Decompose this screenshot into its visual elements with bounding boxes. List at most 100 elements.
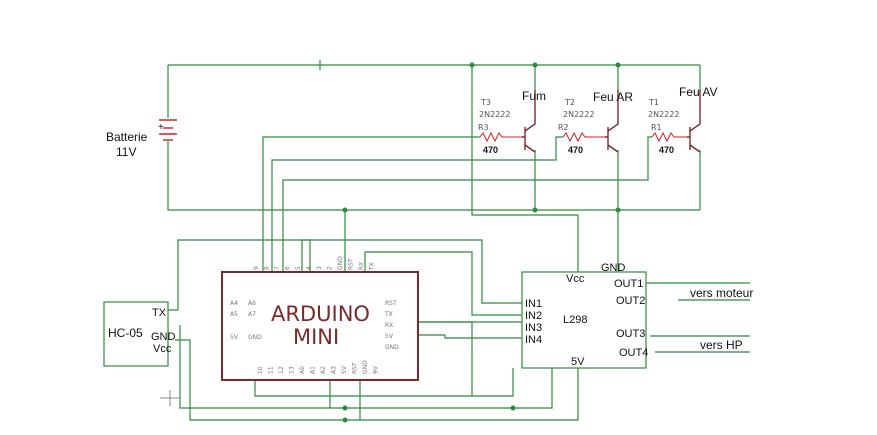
resistor-r3: R3 470	[478, 123, 522, 155]
r1-value: 470	[659, 145, 674, 155]
wire-hc-gnd	[179, 325, 553, 409]
svg-text:2N2222: 2N2222	[479, 110, 510, 119]
arduino-bottom-pin-8: 5V	[341, 365, 348, 374]
arduino-bottom-pin-2: 12	[278, 366, 285, 374]
svg-text:R2: R2	[558, 123, 569, 132]
arduino-right-pin-3: 5V	[385, 333, 394, 340]
arduino-bottom-pin-11: 9V	[373, 365, 380, 374]
hc05-gnd: GND	[151, 331, 176, 343]
label-vers-moteur: vers moteur	[690, 286, 753, 300]
arduino-bottom-pin-9: RST	[352, 362, 359, 374]
r3-value: 470	[483, 145, 498, 155]
l298-out3: OUT3	[616, 328, 645, 340]
l298-in4: IN4	[525, 334, 542, 346]
arduino-right-pin-2: RX	[385, 322, 393, 329]
l298-vcc: Vcc	[566, 273, 585, 285]
arduino-left-pin-0: A4	[230, 300, 238, 307]
arduino-top-pin-0: 9	[253, 266, 260, 270]
arduino-left-pin-1: A6	[248, 300, 256, 307]
arduino-top-pin-6: 3	[316, 266, 323, 270]
battery: + Batterie 11V	[106, 119, 177, 159]
arduino-right-pin-4: GND	[385, 344, 399, 351]
transistor-t3: T3 2N2222	[479, 90, 536, 153]
battery-voltage: 11V	[116, 145, 136, 159]
arduino-top-pin-7: 2	[327, 266, 334, 270]
arduino-top-pin-1: 8	[264, 266, 271, 270]
svg-text:R3: R3	[478, 123, 489, 132]
arduino-top-pin-8: GND	[337, 256, 344, 270]
arduino-bottom-pin-0: 10	[257, 366, 264, 374]
arduino-bottom-pin-5: A1	[310, 366, 317, 374]
arduino-left-pin-2: A5	[230, 311, 238, 318]
arduino-bottom-pin-6: A2	[320, 366, 327, 374]
l298-5v: 5V	[571, 356, 585, 368]
hc05-tx: TX	[152, 307, 167, 319]
svg-text:T2: T2	[564, 98, 575, 107]
arduino-left-pin-4: 5V	[230, 334, 239, 341]
wire-tx	[168, 239, 311, 311]
label-feu-av: Feu AV	[679, 85, 717, 99]
arduino-bottom-pin-3: 13	[289, 366, 296, 374]
svg-text:R1: R1	[651, 123, 662, 132]
l298-in1: IN1	[525, 298, 542, 310]
wire-in3-drop	[418, 321, 473, 396]
wire-ground-rail	[167, 140, 700, 211]
resistor-r1: R1 470	[651, 123, 687, 155]
label-fum: Fum	[522, 89, 546, 103]
l298-out1: OUT1	[614, 278, 643, 290]
arduino-title: ARDUINO	[271, 302, 370, 326]
wires	[167, 64, 750, 421]
arduino-left-pin-5: GND	[248, 334, 262, 341]
arduino-bottom-pin-10: GND	[362, 360, 369, 374]
hc05-module: HC-05 TX GND Vcc	[103, 301, 176, 367]
wire-r1	[282, 136, 652, 272]
wire-in1	[301, 239, 522, 304]
transistor-t2: T2 2N2222	[563, 90, 619, 153]
wire-in4	[418, 334, 522, 339]
arduino-top-pin-10: RX	[358, 262, 365, 270]
arduino-top-pin-2: 7	[274, 266, 281, 270]
arduino-subtitle: MINI	[293, 325, 339, 349]
l298-out2: OUT2	[616, 295, 645, 307]
wire-r3	[262, 136, 480, 272]
svg-text:T1: T1	[648, 98, 659, 107]
arduino-left-pin-3: A7	[248, 311, 256, 318]
hc05-label: HC-05	[108, 326, 143, 340]
arduino-right-pin-0: RST	[385, 300, 397, 307]
wire-r2	[271, 136, 563, 272]
crosshair-cursor-icon	[160, 390, 180, 406]
arduino-top-pin-3: 6	[285, 266, 292, 270]
wire-hc-vcc	[175, 339, 579, 421]
svg-text:T3: T3	[480, 98, 491, 107]
l298-in3: IN3	[525, 322, 542, 334]
r2-value: 470	[568, 145, 583, 155]
arduino-top-pin-11: TX	[369, 262, 376, 271]
svg-text:2N2222: 2N2222	[563, 110, 594, 119]
battery-plus: +	[158, 122, 164, 133]
l298-gnd: GND	[601, 262, 626, 274]
wire-vcc	[471, 65, 579, 272]
resistor-r2: R2 470	[558, 123, 605, 155]
wire-bot-1	[254, 368, 514, 397]
transistor-t1: T1 2N2222	[648, 90, 701, 153]
hc05-vcc: Vcc	[153, 343, 172, 355]
arduino-top-pin-9: RST	[348, 258, 355, 270]
battery-label: Batterie	[106, 130, 148, 144]
l298-driver: Vcc GND L298 5V IN1 IN2 IN3 IN4 OUT1 OUT…	[521, 262, 648, 369]
arduino-top-pin-5: 4	[306, 266, 313, 270]
wire-in2	[364, 251, 522, 316]
l298-out4: OUT4	[619, 347, 648, 359]
l298-title: L298	[563, 314, 587, 326]
arduino-bottom-pin-4: A0	[299, 366, 306, 374]
arduino-bottom-pin-7: A3	[331, 366, 338, 374]
arduino-top-pin-4: 5	[295, 266, 302, 270]
arduino-bottom-pin-1: 11	[268, 366, 275, 374]
arduino-right-pin-1: TX	[384, 311, 393, 318]
label-vers-hp: vers HP	[700, 338, 743, 352]
label-feu-ar: Feu AR	[593, 90, 633, 104]
